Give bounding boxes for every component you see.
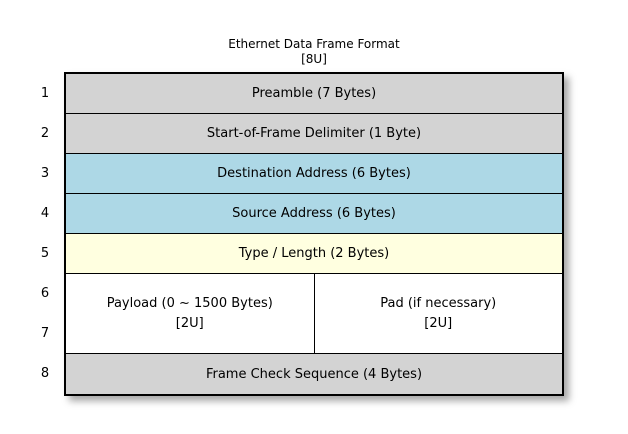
row-number-3: 3: [40, 166, 50, 181]
title-line-2: [8U]: [301, 52, 327, 66]
row-number-6: 6: [40, 286, 50, 301]
field-source-address: Source Address (6 Bytes): [66, 194, 562, 234]
field-pad: Pad (if necessary) [2U]: [315, 274, 563, 353]
row-number-4: 4: [40, 206, 50, 221]
field-pad-label-line1: Pad (if necessary): [380, 295, 497, 311]
title-line-1: Ethernet Data Frame Format: [228, 37, 400, 51]
row-number-7: 7: [40, 326, 50, 341]
field-destination-address-label: Destination Address (6 Bytes): [217, 166, 411, 181]
row-number-2: 2: [40, 126, 50, 141]
field-preamble: Preamble (7 Bytes): [66, 74, 562, 114]
row-number-1: 1: [40, 86, 50, 101]
field-preamble-label: Preamble (7 Bytes): [251, 86, 377, 101]
ethernet-frame-table: Preamble (7 Bytes) Start-of-Frame Delimi…: [64, 72, 564, 396]
row-number-5: 5: [40, 246, 50, 261]
diagram-title: Ethernet Data Frame Format [8U]: [64, 37, 564, 67]
field-type-length: Type / Length (2 Bytes): [66, 234, 562, 274]
field-payload-label-line1: Payload (0 ~ 1500 Bytes): [106, 295, 273, 311]
field-start-of-frame-delimiter: Start-of-Frame Delimiter (1 Byte): [66, 114, 562, 154]
field-payload-pad-row: Payload (0 ~ 1500 Bytes) [2U] Pad (if ne…: [66, 274, 562, 354]
field-source-address-label: Source Address (6 Bytes): [232, 206, 396, 221]
field-destination-address: Destination Address (6 Bytes): [66, 154, 562, 194]
field-fcs-label: Frame Check Sequence (4 Bytes): [205, 366, 423, 382]
field-payload-label-line2: [2U]: [175, 315, 204, 331]
field-frame-check-sequence: Frame Check Sequence (4 Bytes): [66, 354, 562, 394]
field-type-length-label: Type / Length (2 Bytes): [238, 246, 390, 261]
field-sfd-label: Start-of-Frame Delimiter (1 Byte): [206, 126, 422, 141]
field-payload: Payload (0 ~ 1500 Bytes) [2U]: [66, 274, 315, 353]
row-number-column: 1 2 3 4 5 6 7 8: [34, 74, 56, 394]
field-pad-label-line2: [2U]: [424, 315, 453, 331]
row-number-8: 8: [40, 366, 50, 381]
